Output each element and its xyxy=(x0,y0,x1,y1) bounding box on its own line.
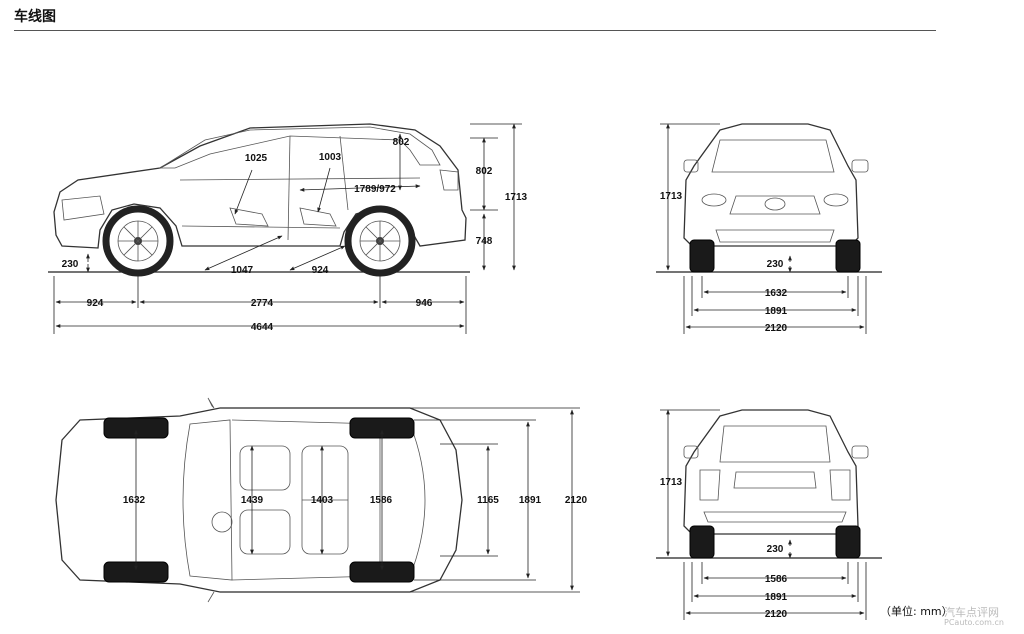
dim-230-side: 230 xyxy=(62,259,79,270)
dim-230-rear: 230 xyxy=(767,544,784,555)
unit-note: （单位: mm） xyxy=(880,605,953,618)
dim-1439: 1439 xyxy=(241,495,264,506)
rear-view: 1713 230 1586 1891 2120 xyxy=(656,409,882,620)
dim-1713-rear: 1713 xyxy=(660,477,683,488)
dim-2120-front: 2120 xyxy=(765,323,788,334)
dim-1586-top: 1586 xyxy=(370,495,393,506)
side-view: 1025 1003 802 1789/972 802 748 1713 230 … xyxy=(48,123,528,334)
dim-1047: 1047 xyxy=(231,265,254,276)
dim-802-top: 802 xyxy=(393,137,410,148)
watermark-sub: PCauto.com.cn xyxy=(944,618,1004,627)
page-title: 车线图 xyxy=(14,9,56,25)
dim-1891-front: 1891 xyxy=(765,306,788,317)
front-view: 1713 230 1632 1891 2120 xyxy=(656,123,882,334)
dim-2120-rear: 2120 xyxy=(765,609,788,620)
dim-1632-top: 1632 xyxy=(123,495,146,506)
dim-1632-front: 1632 xyxy=(765,288,788,299)
dim-1713-side: 1713 xyxy=(505,192,528,203)
dim-2120-top: 2120 xyxy=(565,495,588,506)
dim-230-front: 230 xyxy=(767,259,784,270)
watermark: 汽车点评网 xyxy=(944,606,999,619)
dim-946: 946 xyxy=(416,298,433,309)
dim-1165: 1165 xyxy=(477,495,499,506)
top-view: 1632 1439 1403 1586 1165 1891 2120 xyxy=(55,397,588,603)
dim-2774: 2774 xyxy=(251,298,274,309)
dim-802: 802 xyxy=(476,166,493,177)
dim-1789-972: 1789/972 xyxy=(354,184,396,195)
dim-1003: 1003 xyxy=(319,152,342,163)
dim-748: 748 xyxy=(476,236,493,247)
dim-1586-rear: 1586 xyxy=(765,574,788,585)
dim-924-diag: 924 xyxy=(312,265,329,276)
dim-1403: 1403 xyxy=(311,495,334,506)
dim-4644: 4644 xyxy=(251,322,274,333)
dim-1891-top: 1891 xyxy=(519,495,542,506)
dim-1713-front: 1713 xyxy=(660,191,683,202)
dim-1025: 1025 xyxy=(245,153,268,164)
dim-1891-rear: 1891 xyxy=(765,592,788,603)
dim-924: 924 xyxy=(87,298,104,309)
title-rule xyxy=(14,30,936,31)
